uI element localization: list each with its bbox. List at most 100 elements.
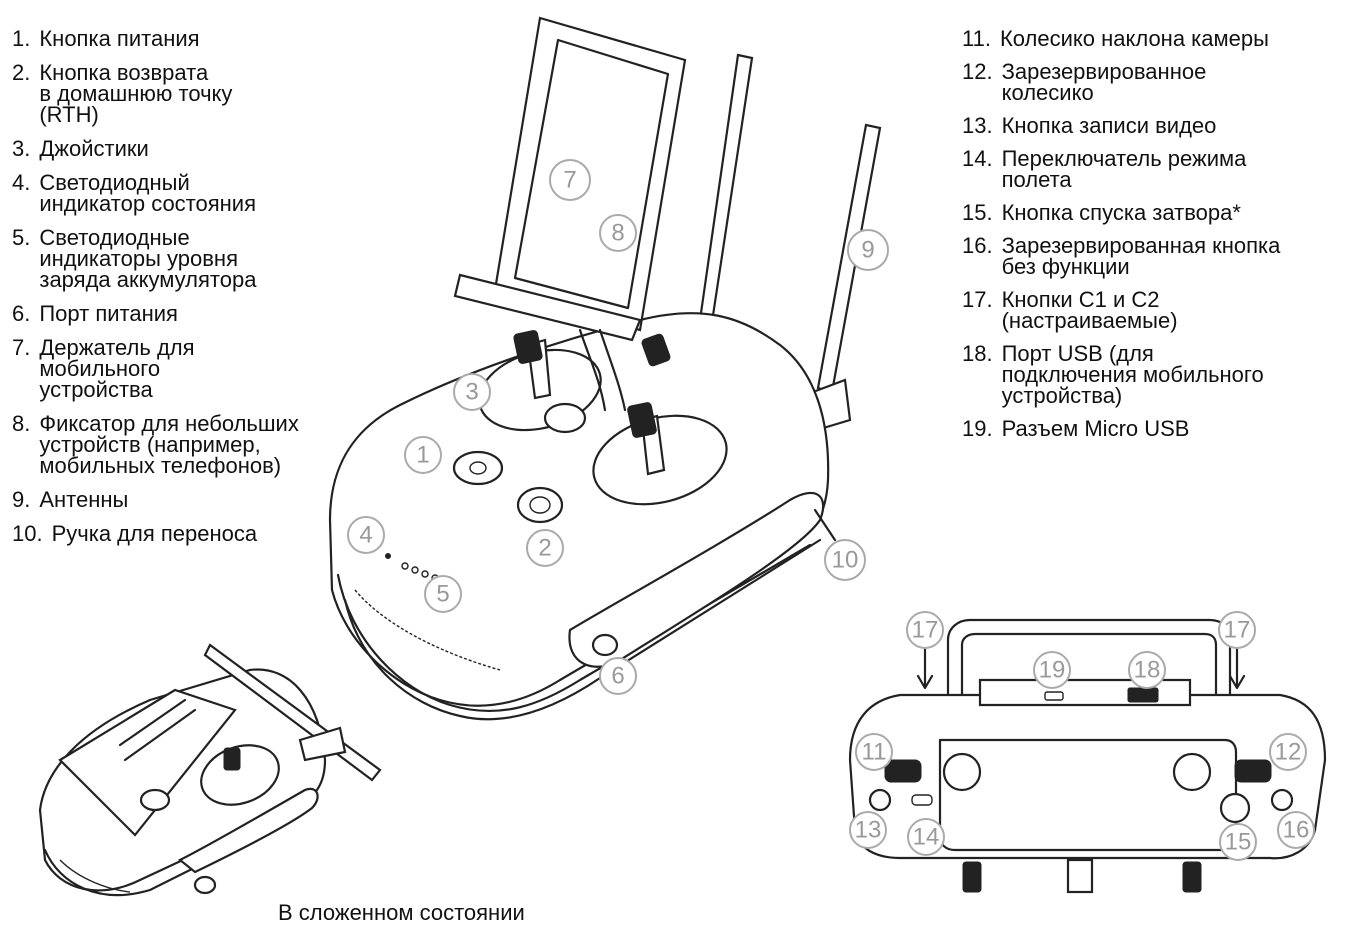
callout-15: 15 [1219,823,1257,861]
callout-14: 14 [907,818,945,856]
svg-text:8: 8 [611,220,624,247]
legend-number: 12. [962,59,993,84]
svg-text:15: 15 [1225,829,1252,856]
legend-number: 1. [12,26,31,51]
legend-number: 13. [962,113,993,138]
callout-11: 11 [855,733,893,771]
legend-number: 8. [12,411,31,436]
legend-item: 2. Кнопка возврата в домашнюю точку (RTH) [12,60,342,127]
callout-8: 8 [599,214,637,252]
legend-number: 5. [12,225,31,250]
legend-number: 18. [962,341,993,366]
callout-19: 19 [1033,651,1071,689]
callout-17-left: 17 [906,611,944,649]
legend-item: 13. Кнопка записи видео [962,113,1342,138]
legend-text: Фиксатор для небольших устройств (наприм… [39,411,299,478]
svg-text:7: 7 [563,167,576,194]
legend-number: 10. [12,521,43,546]
svg-text:17: 17 [912,617,939,644]
legend-item: 4. Светодиодный индикатор состояния [12,170,342,216]
legend-item: 9. Антенны [12,487,342,512]
legend-text: Кнопка возврата в домашнюю точку (RTH) [39,60,233,127]
legend-text: Ручка для переноса [51,521,258,546]
legend-item: 8. Фиксатор для небольших устройств (напр… [12,411,342,478]
legend-number: 17. [962,287,993,312]
legend-text: Зарезервированное колесико [1001,59,1207,105]
legend-number: 3. [12,136,31,161]
svg-text:5: 5 [436,581,449,608]
svg-text:11: 11 [862,739,887,766]
svg-text:10: 10 [832,547,859,574]
svg-text:12: 12 [1275,739,1302,766]
legend-number: 19. [962,416,993,441]
legend-text: Светодиодный индикатор состояния [39,170,257,216]
legend-number: 4. [12,170,31,195]
legend-text: Джойстики [39,136,149,161]
antenna-left [698,53,754,324]
legend-text: Переключатель режима полета [1001,146,1247,192]
legend-text: Кнопка питания [39,26,200,51]
svg-text:1: 1 [416,442,429,469]
callout-13: 13 [849,811,887,849]
callout-5: 5 [424,575,462,613]
legend-item: 11. Колесико наклона камеры [962,26,1342,51]
legend-number: 11. [962,26,991,51]
legend-item: 5. Светодиодные индикаторы уровня заряда … [12,225,342,292]
legend-text: Светодиодные индикаторы уровня заряда ак… [39,225,257,292]
legend-number: 14. [962,146,993,171]
svg-text:13: 13 [855,817,882,844]
legend-number: 7. [12,335,31,360]
legend-text: Порт USB (для подключения мобильного уст… [1001,341,1264,408]
callout-1: 1 [404,436,442,474]
legend-item: 12. Зарезервированное колесико [962,59,1342,105]
legend-text: Колесико наклона камеры [999,26,1269,51]
callout-16: 16 [1277,811,1315,849]
svg-text:18: 18 [1134,657,1161,684]
main-controller-drawing [328,16,882,721]
callout-2: 2 [526,529,564,567]
legend-left: 1. Кнопка питания 2. Кнопка возврата в дома… [12,28,342,557]
callout-18: 18 [1128,651,1166,689]
legend-item: 18. Порт USB (для подключения мобильного … [962,341,1342,408]
legend-item: 1. Кнопка питания [12,26,342,51]
callout-4: 4 [347,516,385,554]
legend-number: 16. [962,233,993,258]
callout-10: 10 [824,539,866,581]
legend-item: 7. Держатель для мобильного устройства [12,335,342,402]
svg-text:4: 4 [359,522,372,549]
legend-item: 17.Кнопки C1 и C2 (настраиваемые) [962,287,1342,332]
folded-controller-drawing [38,643,382,897]
callout-17-right: 17 [1218,611,1256,649]
svg-text:2: 2 [538,535,551,562]
legend-text: Кнопка спуска затвора* [1001,200,1241,225]
svg-text:9: 9 [861,237,874,264]
callout-9: 9 [847,229,889,271]
legend-item: 19.Разъем Micro USB [962,416,1342,441]
legend-item: 3. Джойстики [12,136,342,161]
legend-item: 16. Зарезервированная кнопка без функции [962,233,1342,279]
svg-text:16: 16 [1283,817,1310,844]
legend-item: 6. Порт питания [12,301,342,326]
legend-text: Кнопка записи видео [1001,113,1217,138]
legend-text: Антенны [39,487,129,512]
legend-number: 9. [12,487,31,512]
legend-text: Зарезервированная кнопка без функции [1001,233,1281,279]
legend-number: 2. [12,60,31,85]
callout-6: 6 [599,657,637,695]
svg-text:17: 17 [1224,617,1251,644]
svg-text:3: 3 [465,379,478,406]
legend-text: Держатель для мобильного устройства [39,335,195,402]
legend-item: 15.Кнопка спуска затвора* [962,200,1342,225]
svg-text:14: 14 [913,824,940,851]
callout-12: 12 [1269,733,1307,771]
legend-number: 6. [12,301,31,326]
svg-text:6: 6 [611,663,624,690]
legend-item: 10. Ручка для переноса [12,521,342,546]
callout-3: 3 [453,373,491,411]
rear-body [848,693,1327,860]
legend-text: Порт питания [39,301,178,326]
callout-7: 7 [549,159,591,201]
folded-caption: В сложенном состоянии [278,900,525,925]
